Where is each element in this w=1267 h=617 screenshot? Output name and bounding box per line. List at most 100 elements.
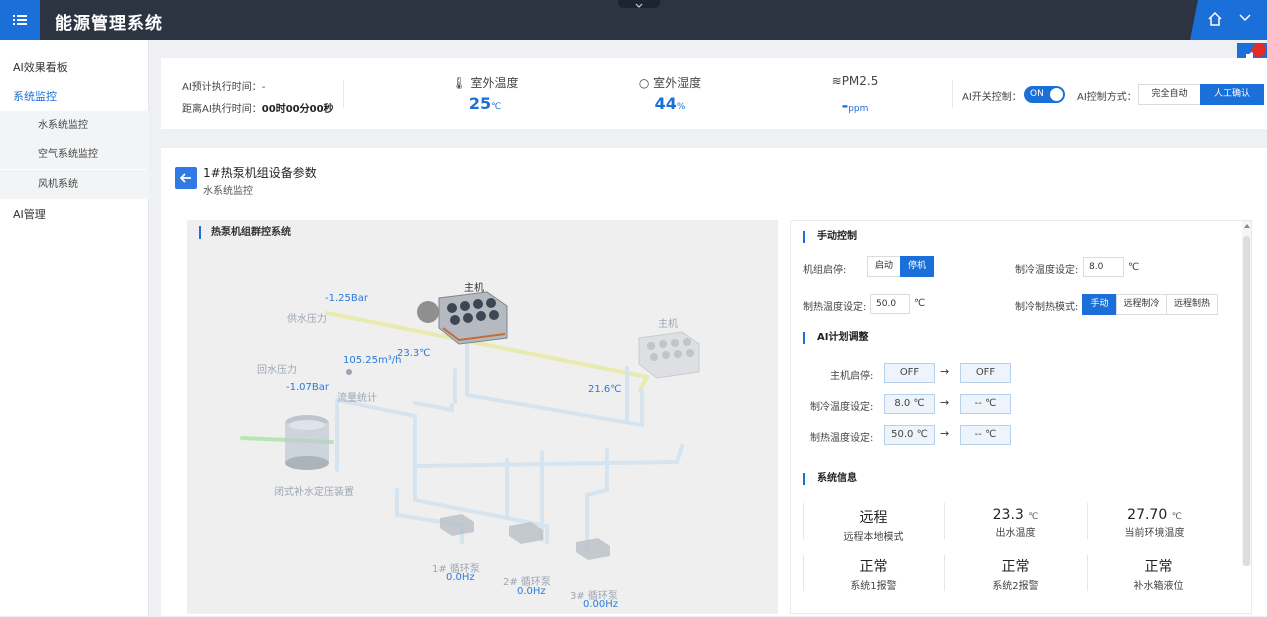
- info-remote-mode: 远程 远程本地模式: [843, 510, 904, 543]
- pm25-label: ≋PM2.5: [831, 74, 879, 88]
- plan-current-cool-temp: 8.0 ℃: [884, 394, 935, 414]
- app-title: 能源管理系统: [55, 14, 163, 34]
- sidebar-item-air-system[interactable]: 空气系统监控: [0, 140, 149, 169]
- info-system1-alarm: 正常 系统1报警: [850, 559, 897, 592]
- home-icon[interactable]: [1207, 11, 1223, 27]
- heat-temp-label: 制热温度设定:: [803, 302, 867, 313]
- cool-temp-input[interactable]: 8.0: [1083, 257, 1124, 277]
- pump-3-label: 3# 循环泵: [570, 591, 618, 602]
- main-unit-chiller: [438, 291, 508, 345]
- sidebar-item-ai-management[interactable]: AI管理: [13, 208, 46, 221]
- scroll-up-icon[interactable]: [1243, 223, 1251, 229]
- arrow-icon: →: [940, 396, 950, 409]
- ai-plan-title: AI计划调整: [803, 332, 868, 344]
- back-arrow-icon: [180, 173, 191, 183]
- pump-3-value: 0.00Hz: [583, 599, 619, 610]
- piping-schematic: [240, 291, 700, 560]
- secondary-unit-chiller: [638, 331, 700, 379]
- start-button[interactable]: 启动: [867, 256, 901, 277]
- page-title: 1#热泵机组设备参数: [203, 166, 317, 180]
- tank-label: 闭式补水定压装置: [274, 487, 354, 498]
- info-divider: [944, 503, 945, 539]
- arrow-icon: →: [940, 427, 950, 440]
- pump-1-label: 1# 循环泵: [432, 564, 480, 575]
- divider: [343, 80, 344, 108]
- second-unit-label: 主机: [658, 319, 678, 330]
- outdoor-humidity-label: ○ 室外湿度: [638, 76, 702, 90]
- top-bar: 能源管理系统: [0, 0, 1267, 40]
- panel-scrollbar[interactable]: [1243, 236, 1250, 566]
- sidebar: AI效果看板 系统监控 水系统监控 空气系统监控 风机系统 AI管理: [0, 40, 149, 616]
- page-subtitle: 水系统监控: [203, 186, 253, 197]
- diagram-title: 热泵机组群控系统: [199, 226, 291, 239]
- info-divider: [803, 555, 804, 591]
- info-system2-alarm: 正常 系统2报警: [992, 559, 1039, 592]
- outdoor-humidity-value: 44%: [654, 94, 686, 113]
- sidebar-item-ai-dashboard[interactable]: AI效果看板: [13, 61, 68, 74]
- stop-button[interactable]: 停机: [900, 256, 934, 277]
- outdoor-temp-label: 🌡 室外温度: [451, 76, 519, 90]
- pump-2-label: 2# 循环泵: [503, 577, 551, 588]
- arrow-icon: →: [940, 365, 950, 378]
- hvac-diagram: [187, 220, 778, 614]
- heat-temp-unit: ℃: [914, 298, 926, 309]
- mode-manual-confirm-button[interactable]: 人工确认: [1200, 84, 1264, 105]
- pump-3: [576, 538, 610, 560]
- plan-label-heat-temp: 制热温度设定:: [810, 433, 874, 444]
- unit-start-label: 机组启停:: [803, 265, 847, 276]
- flow-label: 流量统计: [337, 393, 377, 404]
- mode-remote-cool-button[interactable]: 远程制冷: [1116, 294, 1167, 315]
- chevron-down-icon[interactable]: [1239, 13, 1251, 23]
- ai-mode-label: AI控制方式：: [1077, 92, 1137, 103]
- air-quality-icon: ≋: [831, 74, 842, 88]
- status-bar: [161, 58, 1267, 129]
- info-divider: [1087, 555, 1088, 591]
- system-info-title: 系统信息: [803, 473, 857, 485]
- cool-temp-unit: ℃: [1128, 262, 1140, 273]
- second-unit-temp: 21.6℃: [588, 384, 622, 395]
- pump-1: [440, 514, 474, 536]
- sidebar-item-system-monitor[interactable]: 系统监控: [13, 90, 57, 103]
- pump-1-value: 0.0Hz: [446, 572, 475, 583]
- supply-pressure-value: -1.25Bar: [325, 293, 368, 304]
- flow-value: 105.25m³/h: [343, 355, 402, 366]
- heat-temp-input[interactable]: 50.0: [870, 294, 910, 314]
- supply-pressure-label: 供水压力: [287, 314, 327, 325]
- sidebar-item-fan-system[interactable]: 风机系统: [0, 170, 149, 199]
- ai-switch-label: AI开关控制：: [962, 92, 1022, 103]
- info-tank-level: 正常 补水箱液位: [1133, 559, 1184, 592]
- plan-current-unit-start: OFF: [884, 363, 935, 383]
- pump-2-value: 0.0Hz: [517, 586, 546, 597]
- cool-temp-label: 制冷温度设定:: [1015, 265, 1079, 276]
- info-outlet-temp: 23.3 ℃ 出水温度: [992, 507, 1039, 539]
- back-button[interactable]: [175, 167, 197, 189]
- pm25-value: -ppm: [841, 96, 869, 115]
- sidebar-item-water-system[interactable]: 水系统监控: [0, 111, 149, 140]
- collapse-tab[interactable]: [618, 0, 660, 8]
- ai-switch-toggle[interactable]: ON: [1024, 86, 1065, 103]
- info-divider: [944, 555, 945, 591]
- pump-2: [509, 522, 543, 544]
- top-right-controls: [1190, 0, 1267, 40]
- info-divider: [1087, 503, 1088, 539]
- menu-icon[interactable]: [0, 0, 40, 40]
- ai-countdown: 距离AI执行时间：00时00分00秒: [182, 104, 334, 115]
- plan-label-unit-start: 主机启停:: [830, 371, 874, 382]
- info-ambient-temp: 27.70 ℃ 当前环境温度: [1124, 507, 1185, 539]
- mode-label: 制冷制热模式:: [1015, 302, 1079, 313]
- droplet-icon: ○: [638, 76, 650, 90]
- flow-sensor: [346, 369, 352, 375]
- notification-badge: [1252, 43, 1266, 57]
- supply-pipe: [325, 311, 651, 392]
- mode-manual-button[interactable]: 手动: [1082, 294, 1117, 315]
- plan-target-unit-start: OFF: [960, 363, 1011, 383]
- outdoor-temp-value: 25℃: [468, 94, 502, 113]
- divider: [952, 80, 953, 108]
- plan-target-cool-temp: -- ℃: [960, 394, 1011, 414]
- mode-full-auto-button[interactable]: 完全自动: [1138, 84, 1201, 105]
- thermometer-icon: 🌡: [451, 76, 467, 90]
- control-panel: [790, 220, 1252, 614]
- mode-remote-heat-button[interactable]: 远程制热: [1166, 294, 1218, 315]
- ai-predict-time: AI预计执行时间：-: [182, 82, 266, 93]
- toggle-knob: [1050, 88, 1063, 101]
